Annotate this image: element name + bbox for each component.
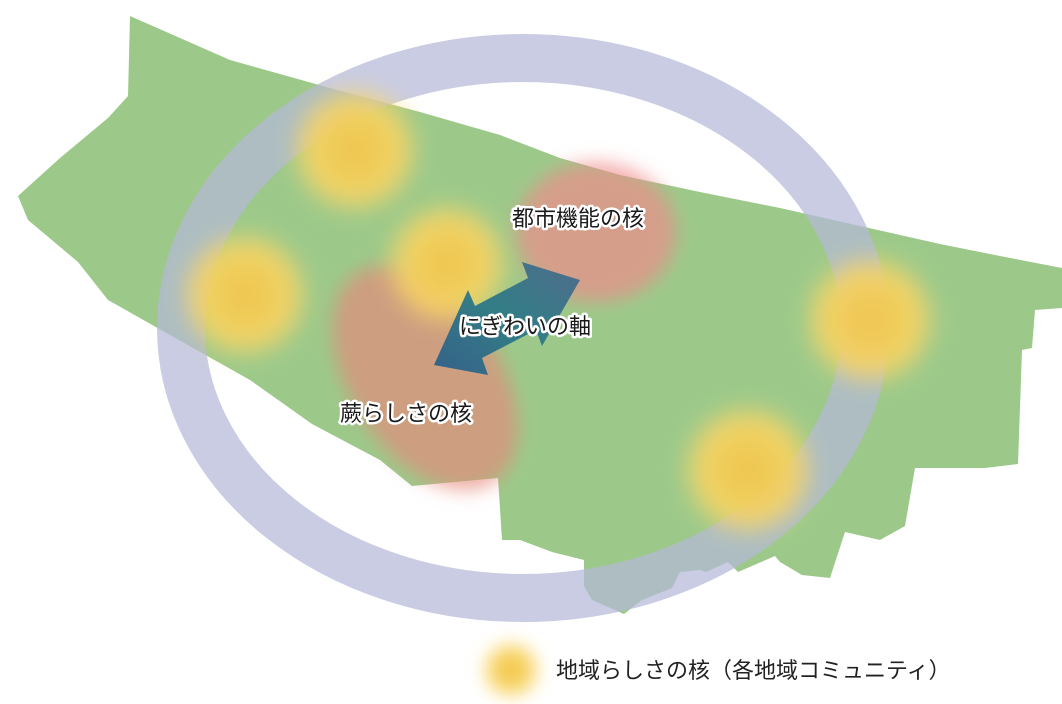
axis-label: にぎわいの軸 (459, 315, 591, 340)
legend: 地域らしさの核（各地域コミュニティ） (485, 644, 951, 696)
urban-core-label: 都市機能の核 (512, 207, 644, 232)
community-cores (187, 92, 930, 530)
community-core-3 (391, 208, 503, 320)
urban-core-blob (516, 162, 676, 302)
community-core-1 (297, 92, 413, 208)
community-core-2 (187, 237, 303, 353)
community-core-5 (688, 410, 808, 530)
warabi-core-label: 蕨らしさの核 (340, 402, 472, 427)
community-core-4 (810, 260, 930, 380)
legend-community-core-label: 地域らしさの核（各地域コミュニティ） (556, 659, 951, 684)
legend-community-core-icon (485, 644, 537, 696)
axis-arrow (434, 262, 580, 375)
